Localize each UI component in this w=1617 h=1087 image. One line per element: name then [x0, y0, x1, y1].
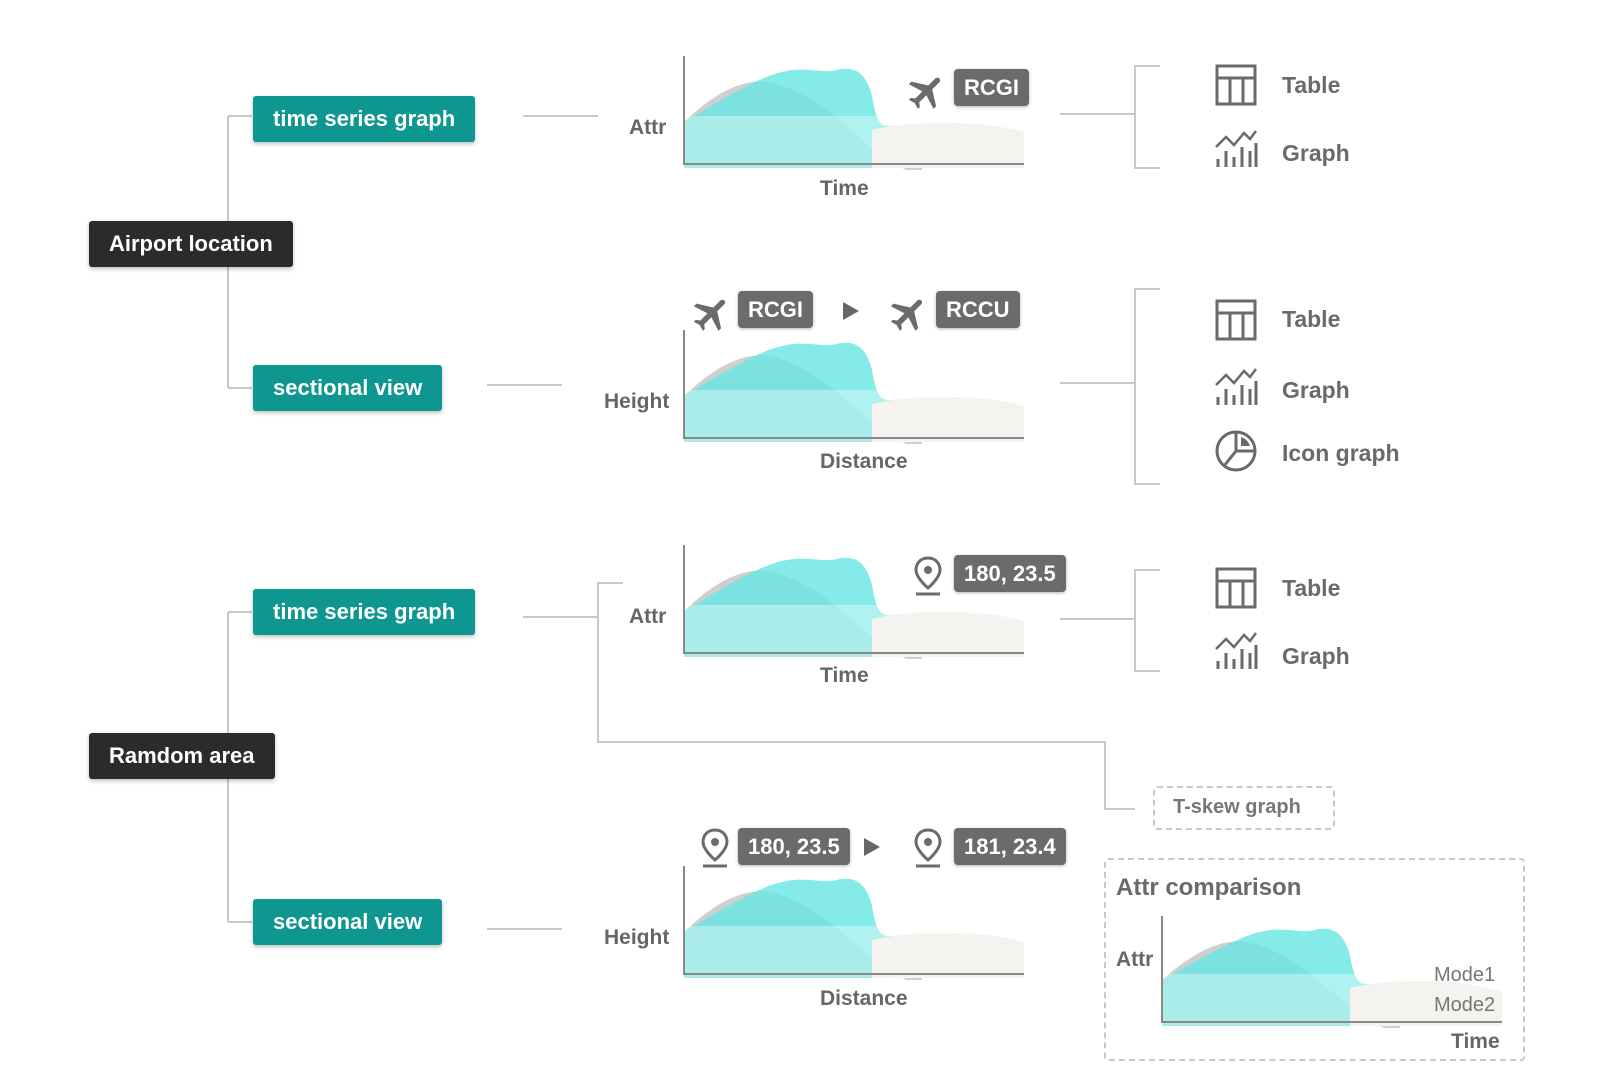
- table-icon[interactable]: [1215, 299, 1257, 341]
- coordinate-tag: 181, 23.4: [954, 828, 1066, 865]
- t-skew-graph-label: T-skew graph: [1173, 796, 1301, 818]
- coordinate-tag: 180, 23.5: [738, 828, 850, 865]
- coordinate-tag: 180, 23.5: [954, 555, 1066, 592]
- time-series-graph-node[interactable]: time series graph: [253, 589, 476, 635]
- table-option[interactable]: Table: [1282, 575, 1341, 601]
- gray-tail: [872, 122, 1024, 168]
- y-axis-label: Attr: [629, 605, 667, 628]
- airplane-icon: [693, 299, 726, 331]
- graph-option[interactable]: Graph: [1282, 643, 1350, 669]
- y-axis-label: Attr: [629, 116, 667, 139]
- airplane-icon: [890, 299, 923, 331]
- y-axis-label: Height: [604, 390, 670, 413]
- table-icon[interactable]: [1215, 64, 1257, 106]
- table-option[interactable]: Table: [1282, 72, 1341, 98]
- icon-graph-option[interactable]: Icon graph: [1282, 440, 1400, 466]
- x-axis-label: Distance: [820, 450, 908, 473]
- location-pin-icon: [914, 556, 942, 596]
- graph-icon[interactable]: [1214, 631, 1258, 671]
- mountain-chart: [683, 866, 1024, 980]
- location-tag: RCGI: [954, 69, 1029, 106]
- series-label-mode1: Mode1: [1434, 964, 1496, 986]
- x-axis-label: Time: [820, 177, 869, 200]
- time-series-graph-node[interactable]: time series graph: [253, 96, 476, 142]
- route-arrow-icon: [843, 302, 859, 320]
- graph-option[interactable]: Graph: [1282, 140, 1350, 166]
- location-tag: RCCU: [936, 291, 1020, 328]
- airport-location-node[interactable]: Airport location: [89, 221, 293, 267]
- location-tag: RCGI: [738, 291, 813, 328]
- graph-icon[interactable]: [1214, 129, 1258, 169]
- y-axis-label: Height: [604, 926, 670, 949]
- graph-option[interactable]: Graph: [1282, 377, 1350, 403]
- table-option[interactable]: Table: [1282, 306, 1341, 332]
- table-icon[interactable]: [1215, 567, 1257, 609]
- x-axis-label: Time: [820, 664, 869, 687]
- location-pin-icon: [701, 828, 729, 868]
- sectional-view-node[interactable]: sectional view: [253, 899, 443, 945]
- axis: [683, 56, 1024, 165]
- mountain-chart: [683, 545, 1024, 659]
- pie-chart-icon[interactable]: [1214, 429, 1258, 473]
- mountain-chart: [683, 56, 1024, 170]
- x-axis-label: Time: [1451, 1030, 1500, 1053]
- sectional-view-node[interactable]: sectional view: [253, 365, 443, 411]
- comparison-chart: [1161, 916, 1502, 1028]
- x-axis-label: Distance: [820, 987, 908, 1010]
- route-arrow-icon: [864, 838, 880, 856]
- fade-mask: [684, 116, 1024, 168]
- attr-comparison-box: Attr comparison Attr Mode1 Mode2 Time: [1104, 858, 1525, 1061]
- y-axis-label: Attr: [1116, 948, 1154, 971]
- mountain-chart: [683, 330, 1024, 444]
- series-label-mode2: Mode2: [1434, 994, 1496, 1016]
- graph-icon[interactable]: [1214, 367, 1258, 407]
- location-pin-icon: [914, 828, 942, 868]
- t-skew-graph-box[interactable]: T-skew graph: [1153, 786, 1335, 830]
- airplane-icon: [908, 77, 941, 109]
- comparison-title: Attr comparison: [1116, 874, 1302, 901]
- random-area-node[interactable]: Ramdom area: [89, 733, 275, 779]
